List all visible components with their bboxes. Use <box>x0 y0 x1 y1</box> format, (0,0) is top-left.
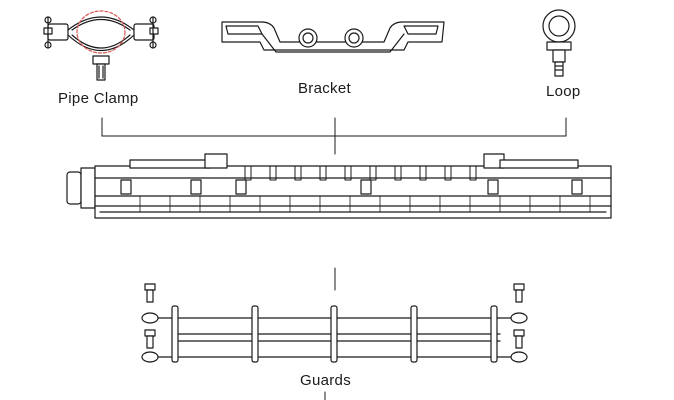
guards-label: Guards <box>300 372 351 389</box>
pipe-clamp-label: Pipe Clamp <box>58 90 139 107</box>
light-fixture-illustration <box>66 153 612 219</box>
bracket-illustration <box>221 21 445 53</box>
connector-lines <box>101 117 567 400</box>
guards-illustration <box>141 283 528 363</box>
bracket-label: Bracket <box>298 80 351 97</box>
pipe-clamp-illustration <box>43 10 159 81</box>
loop-label: Loop <box>546 83 581 100</box>
loop-illustration <box>542 9 576 77</box>
